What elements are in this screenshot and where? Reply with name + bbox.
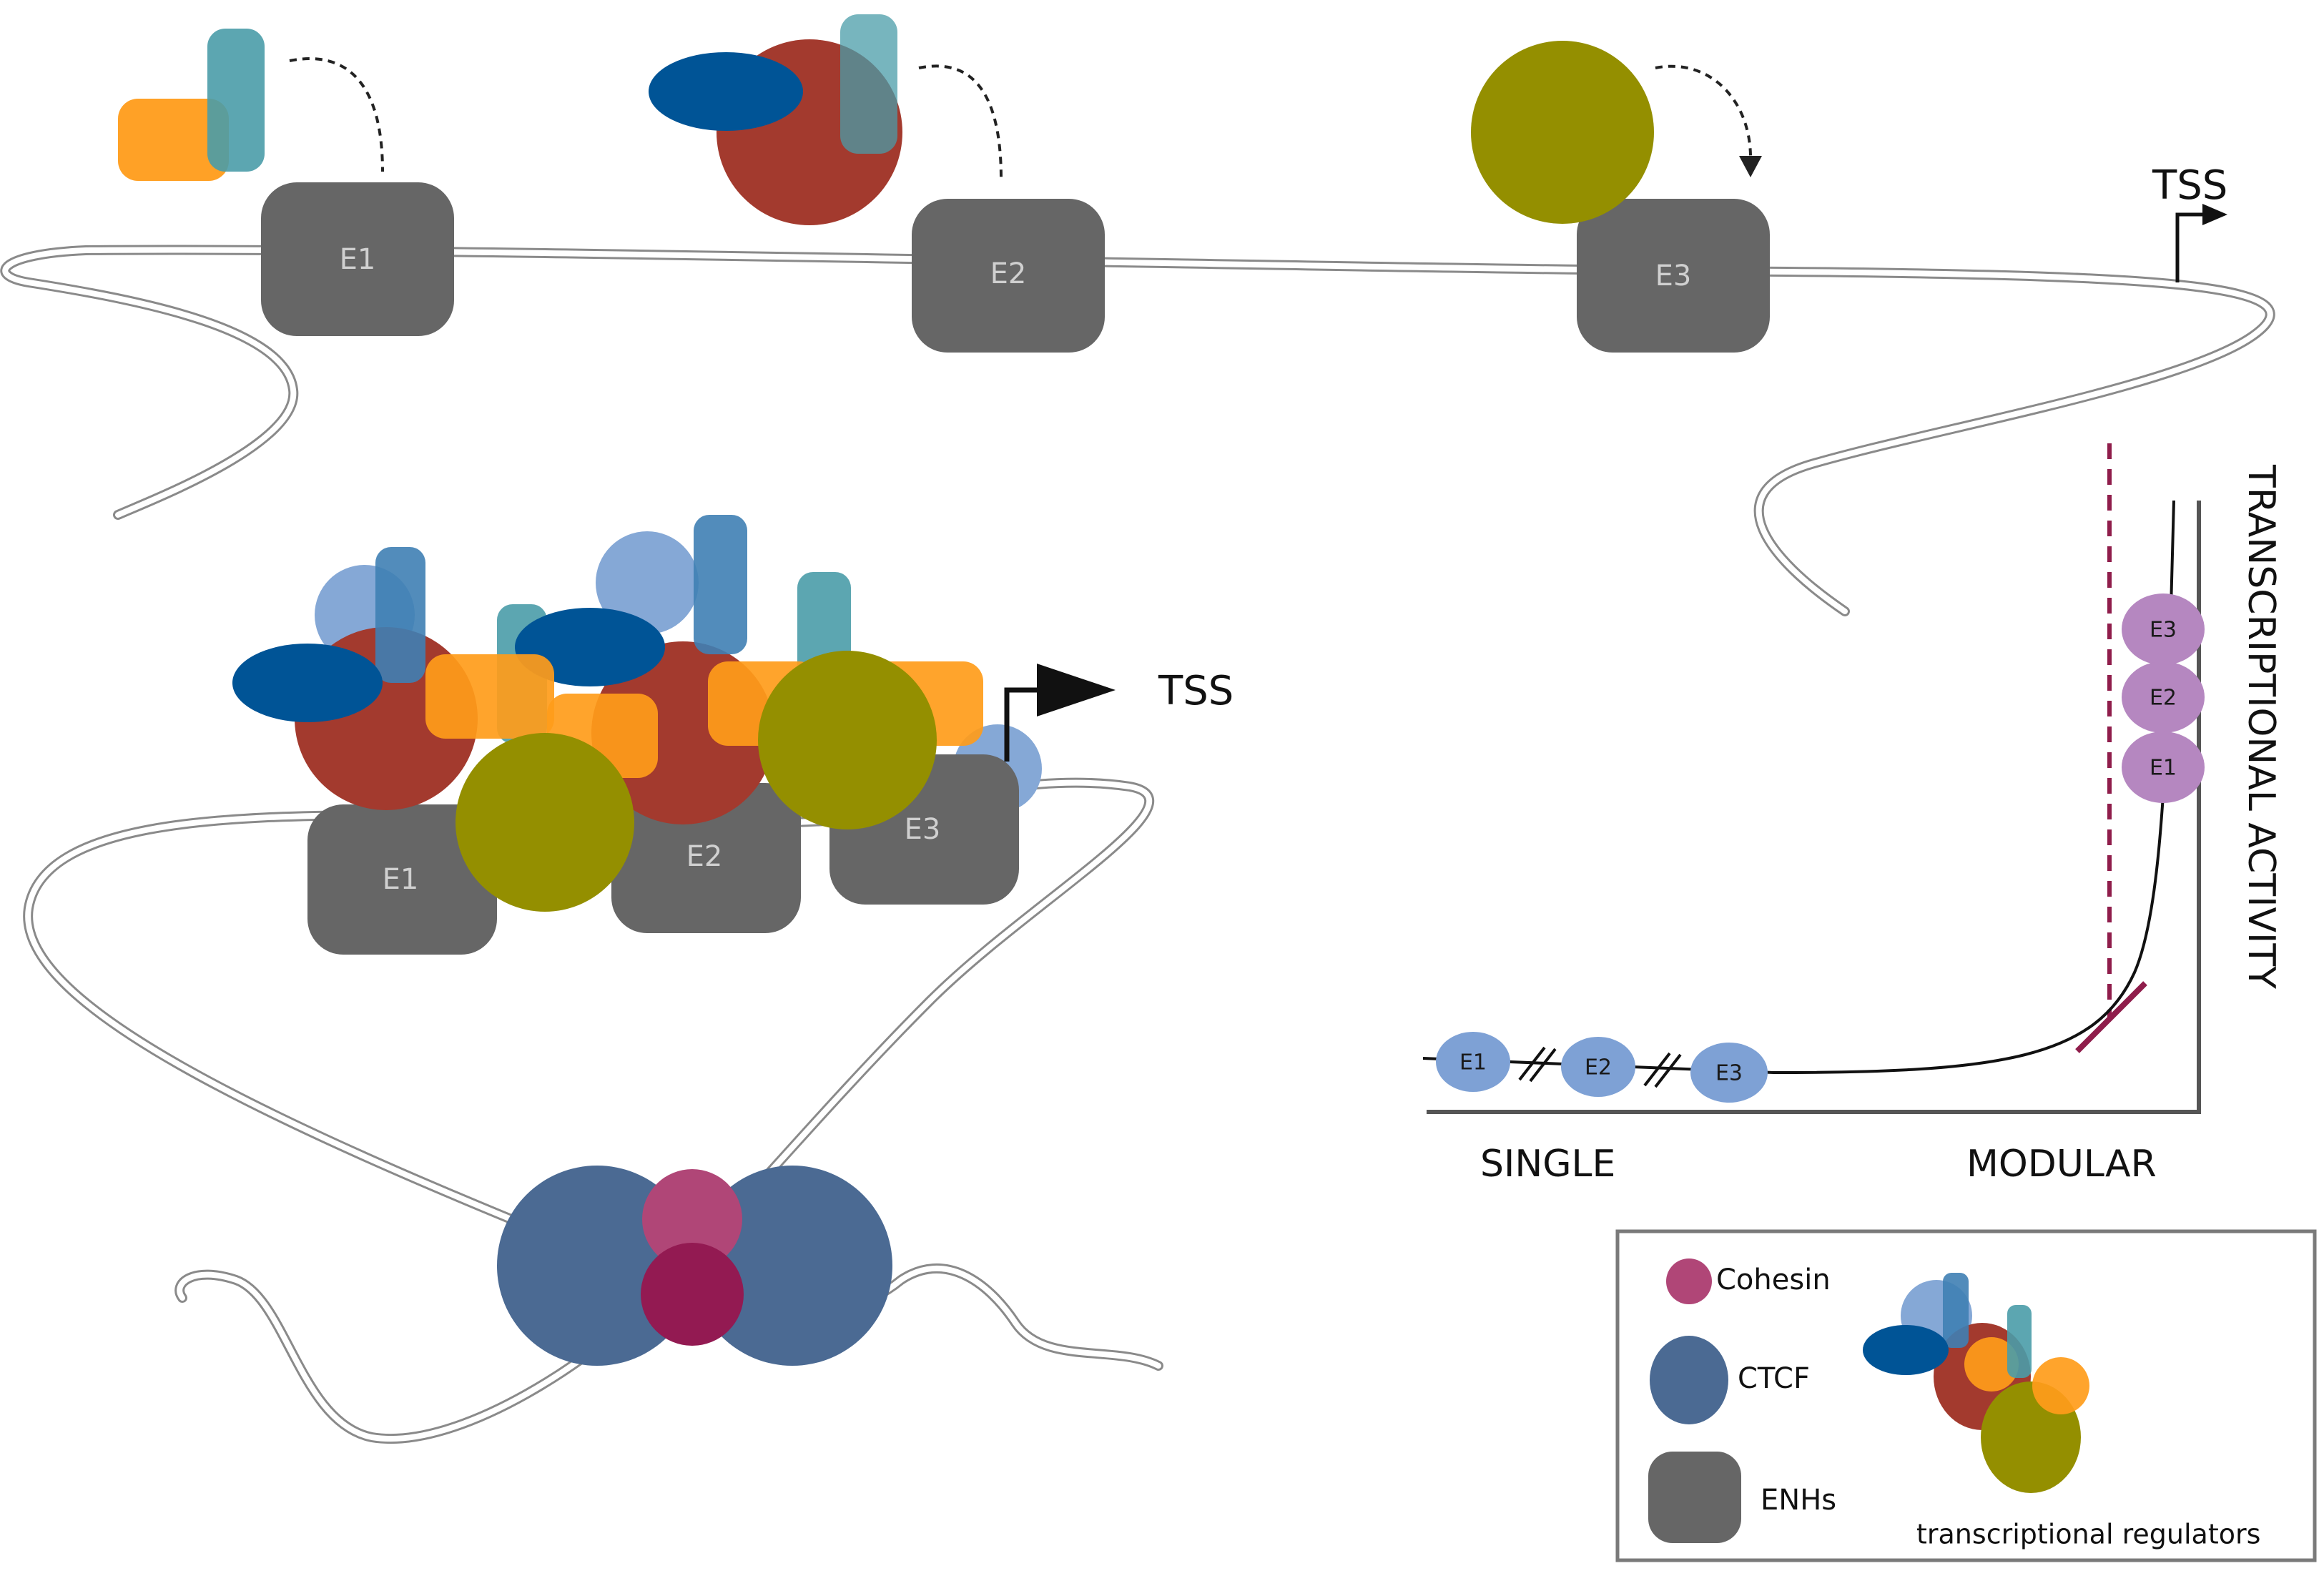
loop-tss-arrow bbox=[1004, 664, 1116, 762]
chart-single-e2 bbox=[1561, 1037, 1635, 1097]
loop-enhancer-e3-label: E3 bbox=[905, 813, 941, 846]
chart-modular-e1-label: E1 bbox=[2150, 756, 2177, 781]
top-enhancer-e2 bbox=[912, 199, 1105, 353]
top-olive-regulator bbox=[1471, 41, 1654, 224]
loop-teal-regulator-1 bbox=[375, 547, 425, 683]
top-enhancer-e1-label: E1 bbox=[340, 243, 376, 276]
chart-modular-e1 bbox=[2122, 732, 2205, 803]
top-dashed-arrow-3 bbox=[1655, 64, 1753, 162]
chart-break-mark-2 bbox=[1643, 1052, 1682, 1088]
legend-regulators-label: transcriptional regulators bbox=[1916, 1519, 2260, 1550]
loop-navy-regulator-1 bbox=[232, 644, 383, 722]
legend-enhancer-icon bbox=[1648, 1452, 1741, 1543]
chart-modular-e3-label: E3 bbox=[2150, 618, 2177, 643]
top-panel: E1 E2 E3 TSS bbox=[0, 14, 2275, 616]
top-chromatin-fiber bbox=[0, 245, 2275, 616]
loop-enhancer-e2-label: E2 bbox=[686, 840, 723, 873]
activity-curve bbox=[1422, 500, 2175, 1075]
chart-xlabel-right: MODULAR bbox=[1966, 1143, 2157, 1186]
cohesin-top bbox=[642, 1169, 742, 1269]
chart-ylabel: TRANSCRIPTIONAL ACTIVITY bbox=[2240, 464, 2283, 989]
top-enhancer-e1 bbox=[261, 182, 454, 336]
chart-single-e2-label: E2 bbox=[1585, 1055, 1612, 1080]
legend: Cohesin CTCF ENHs transcriptional regula… bbox=[1615, 1229, 2317, 1562]
top-tss-label: TSS bbox=[2152, 162, 2227, 209]
legend-ctcf-icon bbox=[1650, 1336, 1728, 1424]
top-dashed-arrowhead-3 bbox=[1739, 156, 1762, 177]
loop-teal-regulator-2 bbox=[694, 515, 747, 654]
top-teal-regulator-2 bbox=[840, 14, 897, 154]
threshold-tick bbox=[2075, 981, 2147, 1053]
top-tss-arrow bbox=[2175, 204, 2227, 282]
loop-enhancer-e1 bbox=[307, 804, 497, 955]
chart-single-e1 bbox=[1436, 1032, 1510, 1092]
top-dashed-arrow-1 bbox=[289, 57, 384, 172]
legend-cohesin-icon bbox=[1666, 1258, 1712, 1304]
chart-single-e1-label: E1 bbox=[1459, 1050, 1487, 1075]
loop-tss-label: TSS bbox=[1158, 668, 1234, 714]
loop-lightblue-regulator-2 bbox=[596, 531, 699, 634]
legend-ctcf-label: CTCF bbox=[1738, 1362, 1810, 1395]
loop-olive-regulator-1 bbox=[456, 733, 634, 912]
legend-regulators-icon bbox=[1863, 1273, 2089, 1493]
chart-single-e3 bbox=[1690, 1043, 1768, 1103]
top-navy-regulator bbox=[649, 52, 803, 131]
top-enhancer-e3-label: E3 bbox=[1655, 260, 1692, 292]
loop-orange-regulator-1 bbox=[425, 654, 554, 739]
chart-modular-e2-label: E2 bbox=[2150, 686, 2177, 711]
cohesin-bottom bbox=[641, 1243, 744, 1346]
legend-enhancer-label: ENHs bbox=[1761, 1484, 1836, 1517]
top-enhancer-e3 bbox=[1577, 199, 1770, 353]
top-enhancer-e2-label: E2 bbox=[990, 257, 1027, 290]
chart-modular-e3 bbox=[2122, 593, 2205, 665]
top-dashed-arrow-2 bbox=[918, 64, 1003, 179]
top-orange-regulator bbox=[118, 99, 229, 181]
chart-break-mark-1 bbox=[1518, 1046, 1557, 1083]
top-teal-regulator-1 bbox=[207, 29, 265, 172]
ctcf-right bbox=[692, 1166, 892, 1366]
loop-enhancer-e1-label: E1 bbox=[383, 863, 419, 896]
chart-single-e3-label: E3 bbox=[1715, 1061, 1743, 1086]
activity-chart: E1 E2 E3 E3 E2 E1 SINGLE MODULAR TRANSCR… bbox=[1422, 443, 2283, 1186]
chart-xlabel-left: SINGLE bbox=[1480, 1143, 1615, 1186]
chart-modular-e2 bbox=[2122, 661, 2205, 733]
loop-panel: E1 E2 E3 TSS bbox=[23, 515, 1234, 1444]
legend-cohesin-label: Cohesin bbox=[1716, 1264, 1831, 1296]
loop-olive-regulator-2 bbox=[758, 651, 937, 829]
